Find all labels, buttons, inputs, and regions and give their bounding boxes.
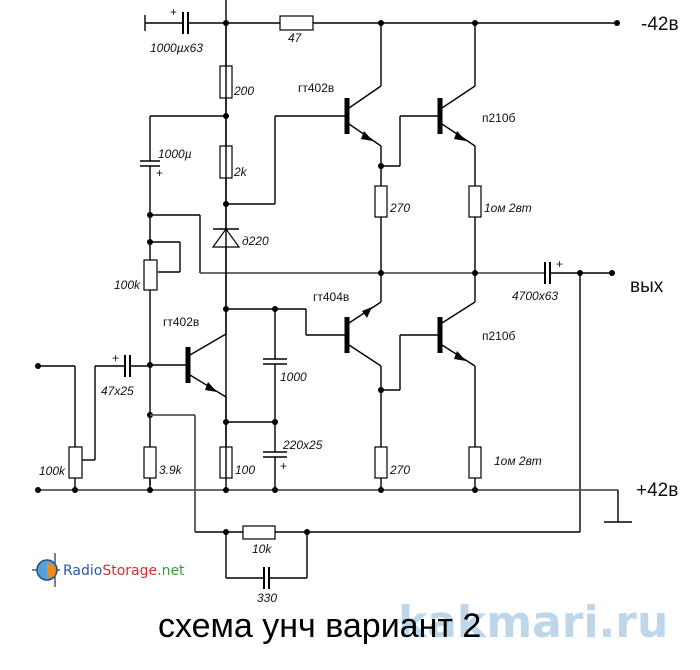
transistor-q1 xyxy=(226,23,384,205)
resistor-3k9 xyxy=(143,446,157,479)
feedback-cap-branch xyxy=(140,115,545,485)
resistor-270-top xyxy=(374,185,388,218)
label-r-270-top: 270 xyxy=(389,201,410,215)
radiostorage-logo: RadioStorage.net xyxy=(32,553,185,587)
label-c-1000u: 1000µ xyxy=(158,147,192,161)
positive-rail xyxy=(35,478,632,523)
label-r-47: 47 xyxy=(288,31,303,45)
transistor-q2 xyxy=(150,309,278,447)
resistor-1ohm-bottom xyxy=(468,446,482,479)
label-r-270-bottom: 270 xyxy=(389,463,410,477)
label-diode: д220 xyxy=(242,234,269,248)
feedback-network xyxy=(195,525,580,589)
supply-negative-label: -42в xyxy=(641,14,679,35)
plus-sign: + xyxy=(170,5,177,19)
label-q3: гт404в xyxy=(313,290,349,304)
output-stage xyxy=(378,262,615,532)
plus-sign: + xyxy=(156,166,163,180)
label-r-3k9: 3.9k xyxy=(159,463,183,477)
label-q4: п210б xyxy=(482,111,516,125)
watermark: kakmari.ru xyxy=(398,597,668,648)
plus-sign: + xyxy=(112,351,119,365)
transistor-q4 xyxy=(381,23,476,186)
supply-positive-label: +42в xyxy=(636,480,678,501)
resistor-47 xyxy=(279,15,314,31)
plus-sign: + xyxy=(556,257,563,271)
capacitor-input-filter xyxy=(182,12,189,34)
label-q1: гт402в xyxy=(298,81,334,95)
transistor-q5 xyxy=(381,301,476,447)
label-r-200: 200 xyxy=(233,84,254,98)
resistor-10k xyxy=(242,525,276,540)
label-r-2k: 2k xyxy=(233,165,248,179)
resistor-270-bottom xyxy=(374,446,388,479)
output-label: вых xyxy=(630,276,664,297)
label-c-1000: 1000 xyxy=(280,370,307,384)
potentiometer-bias xyxy=(143,259,158,291)
label-c-input-filter: 1000µx63 xyxy=(150,41,203,55)
label-pot-input: 100k xyxy=(39,464,66,478)
label-q2: гт402в xyxy=(163,315,199,329)
input-stage xyxy=(35,355,150,490)
label-q5: п210б xyxy=(482,329,516,343)
label-c-input: 47x25 xyxy=(101,384,134,398)
label-r-100: 100 xyxy=(235,463,255,477)
transistor-q3 xyxy=(226,301,384,447)
potentiometer-input xyxy=(68,446,83,479)
label-r-1ohm-bottom: 1ом 2вт xyxy=(494,454,542,468)
svg-text:RadioStorage.net: RadioStorage.net xyxy=(63,563,185,579)
resistor-1ohm-top xyxy=(468,185,482,218)
label-r-1ohm-top: 1ом 2вт xyxy=(484,201,532,215)
label-c-220: 220x25 xyxy=(282,438,323,452)
logo-part-storage: Storage xyxy=(102,563,157,579)
plus-sign: + xyxy=(280,459,287,473)
label-pot-bias: 100k xyxy=(114,278,141,292)
compensation-caps xyxy=(263,309,287,490)
logo-part-net: .net xyxy=(157,563,185,579)
logo-part-radio: Radio xyxy=(63,563,102,579)
label-r-fb: 10k xyxy=(252,542,272,556)
diagram-title: схема унч вариант 2 xyxy=(158,607,481,645)
label-c-out: 4700x63 xyxy=(512,289,558,303)
negative-rail xyxy=(144,15,620,31)
label-c-fb: 330 xyxy=(257,591,277,605)
